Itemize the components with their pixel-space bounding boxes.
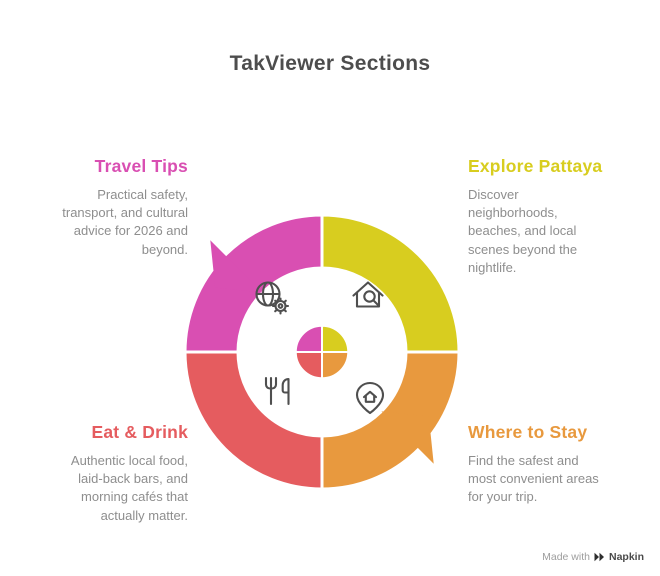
center-wedge-eat	[295, 351, 323, 379]
made-with-text: Made with	[542, 551, 590, 563]
section-heading-where-to-stay: Where to Stay	[468, 422, 588, 442]
utensils-icon	[264, 376, 290, 406]
section-explore-pattaya: Explore Pattaya Discover neighborhoods, …	[468, 156, 646, 277]
section-description-explore-pattaya: Discover neighborhoods, beaches, and loc…	[468, 187, 578, 275]
globe-gear-icon	[255, 281, 290, 315]
section-description-where-to-stay: Find the safest and most convenient area…	[468, 453, 599, 505]
arrowhead-travel-tips	[210, 240, 263, 293]
section-heading-travel-tips: Travel Tips	[94, 156, 188, 176]
center-wedge-travel	[295, 325, 323, 353]
donut-ring	[183, 213, 461, 491]
center-circle	[295, 325, 349, 379]
map-pin-home-icon	[355, 381, 385, 415]
section-description-travel-tips: Practical safety, transport, and cultura…	[62, 187, 188, 257]
section-travel-tips: Travel Tips Practical safety, transport,…	[18, 156, 188, 259]
house-search-icon	[352, 281, 384, 308]
section-where-to-stay: Where to Stay Find the safest and most c…	[468, 422, 646, 507]
section-description-eat-drink: Authentic local food, laid-back bars, an…	[70, 453, 188, 523]
section-heading-eat-drink: Eat & Drink	[91, 422, 188, 442]
brand-text: Napkin	[608, 551, 644, 563]
center-wedge-explore	[321, 325, 349, 353]
center-wedge-stay	[321, 351, 349, 379]
section-heading-explore-pattaya: Explore Pattaya	[468, 156, 603, 176]
made-with-napkin-link[interactable]: Made with Napkin	[542, 551, 644, 563]
page-title: TakViewer Sections	[229, 52, 431, 75]
section-eat-drink: Eat & Drink Authentic local food, laid-b…	[18, 422, 188, 525]
arrowhead-where-to-stay	[381, 411, 434, 464]
segment-explore-pattaya	[320, 213, 461, 354]
segment-eat-drink	[183, 350, 324, 491]
napkin-logo-icon	[594, 552, 604, 562]
center-divider	[296, 326, 348, 378]
